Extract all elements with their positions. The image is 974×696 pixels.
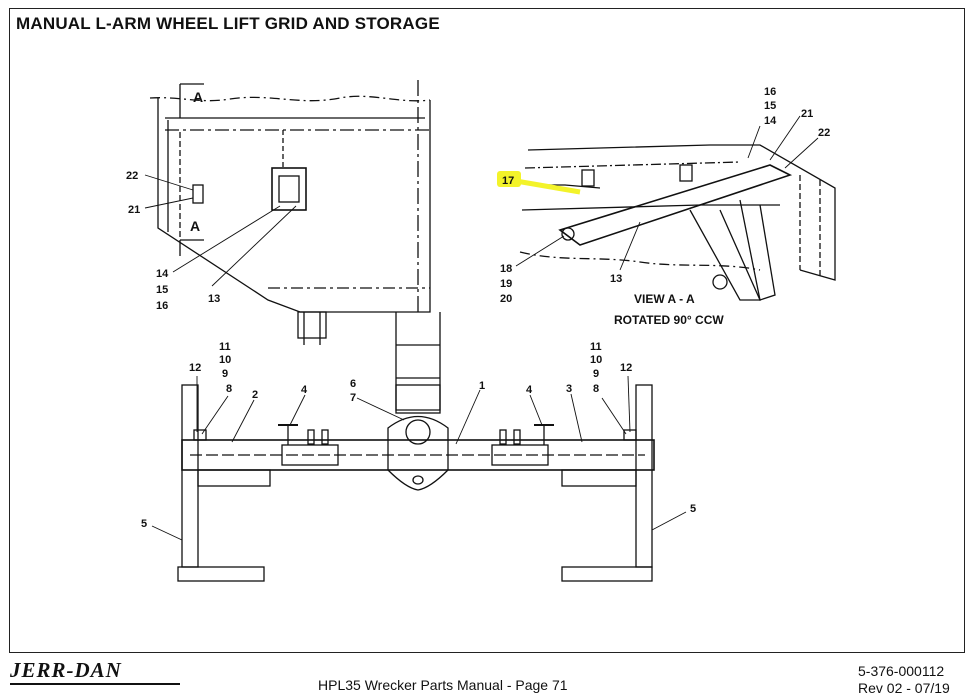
callout-11-right: 11 <box>590 341 602 353</box>
callout-1: 1 <box>479 380 485 392</box>
callout-18: 18 <box>500 263 512 275</box>
callout-9-right: 9 <box>593 368 599 380</box>
drawing-frame <box>9 8 965 653</box>
callout-19: 19 <box>500 278 512 290</box>
brand-underline <box>10 683 180 685</box>
callout-6: 6 <box>350 378 356 390</box>
view-aa-label: VIEW A - A <box>634 292 695 306</box>
callout-12-right: 12 <box>620 362 632 374</box>
callout-7: 7 <box>350 392 356 404</box>
callout-5-left: 5 <box>141 518 147 530</box>
callout-13-left: 13 <box>208 293 220 305</box>
wheel-lift-grid <box>177 384 655 582</box>
callout-9-left: 9 <box>222 368 228 380</box>
page-title: MANUAL L-ARM WHEEL LIFT GRID AND STORAGE <box>16 14 440 33</box>
revision-text: Rev 02 - 07/19 <box>858 680 950 696</box>
callout-16-left: 16 <box>156 300 168 312</box>
section-mark-top: A <box>193 89 203 105</box>
callout-16-right: 16 <box>764 86 776 98</box>
callout-17-highlight <box>497 171 521 187</box>
section-mark-bottom: A <box>190 218 200 234</box>
rotated-label: ROTATED 90° CCW <box>614 313 724 327</box>
callout-8-left: 8 <box>226 383 232 395</box>
leader-lines <box>144 115 819 541</box>
callout-15-right: 15 <box>764 100 776 112</box>
callout-10-left: 10 <box>219 354 231 366</box>
callout-12-left: 12 <box>189 362 201 374</box>
footer-page-text: HPL35 Wrecker Parts Manual - Page 71 <box>318 677 568 693</box>
document-number: 5-376-000112 <box>858 663 945 679</box>
callout-3: 3 <box>566 383 572 395</box>
brand-logo: JERR-DAN <box>10 658 122 682</box>
callout-4-left: 4 <box>301 384 308 396</box>
top-view-assembly <box>149 80 441 411</box>
callout-8-right: 8 <box>593 383 599 395</box>
callout-11-left: 11 <box>219 341 231 353</box>
callout-21-left: 21 <box>128 204 140 216</box>
callout-10-right: 10 <box>590 354 602 366</box>
callout-22-right: 22 <box>818 127 830 139</box>
callout-15-left: 15 <box>156 284 168 296</box>
callout-22-left: 22 <box>126 170 138 182</box>
callout-17: 17 <box>502 175 514 187</box>
callout-13-right: 13 <box>610 273 622 285</box>
callout-20: 20 <box>500 293 512 305</box>
callout-14-left: 14 <box>156 268 169 280</box>
callout-5-right: 5 <box>690 503 696 515</box>
callout-4-right: 4 <box>526 384 533 396</box>
callout-17-leader <box>515 178 581 195</box>
section-view-aa <box>519 144 836 301</box>
callout-21-right: 21 <box>801 108 813 120</box>
callout-14-right: 14 <box>764 115 777 127</box>
callout-2: 2 <box>252 389 258 401</box>
